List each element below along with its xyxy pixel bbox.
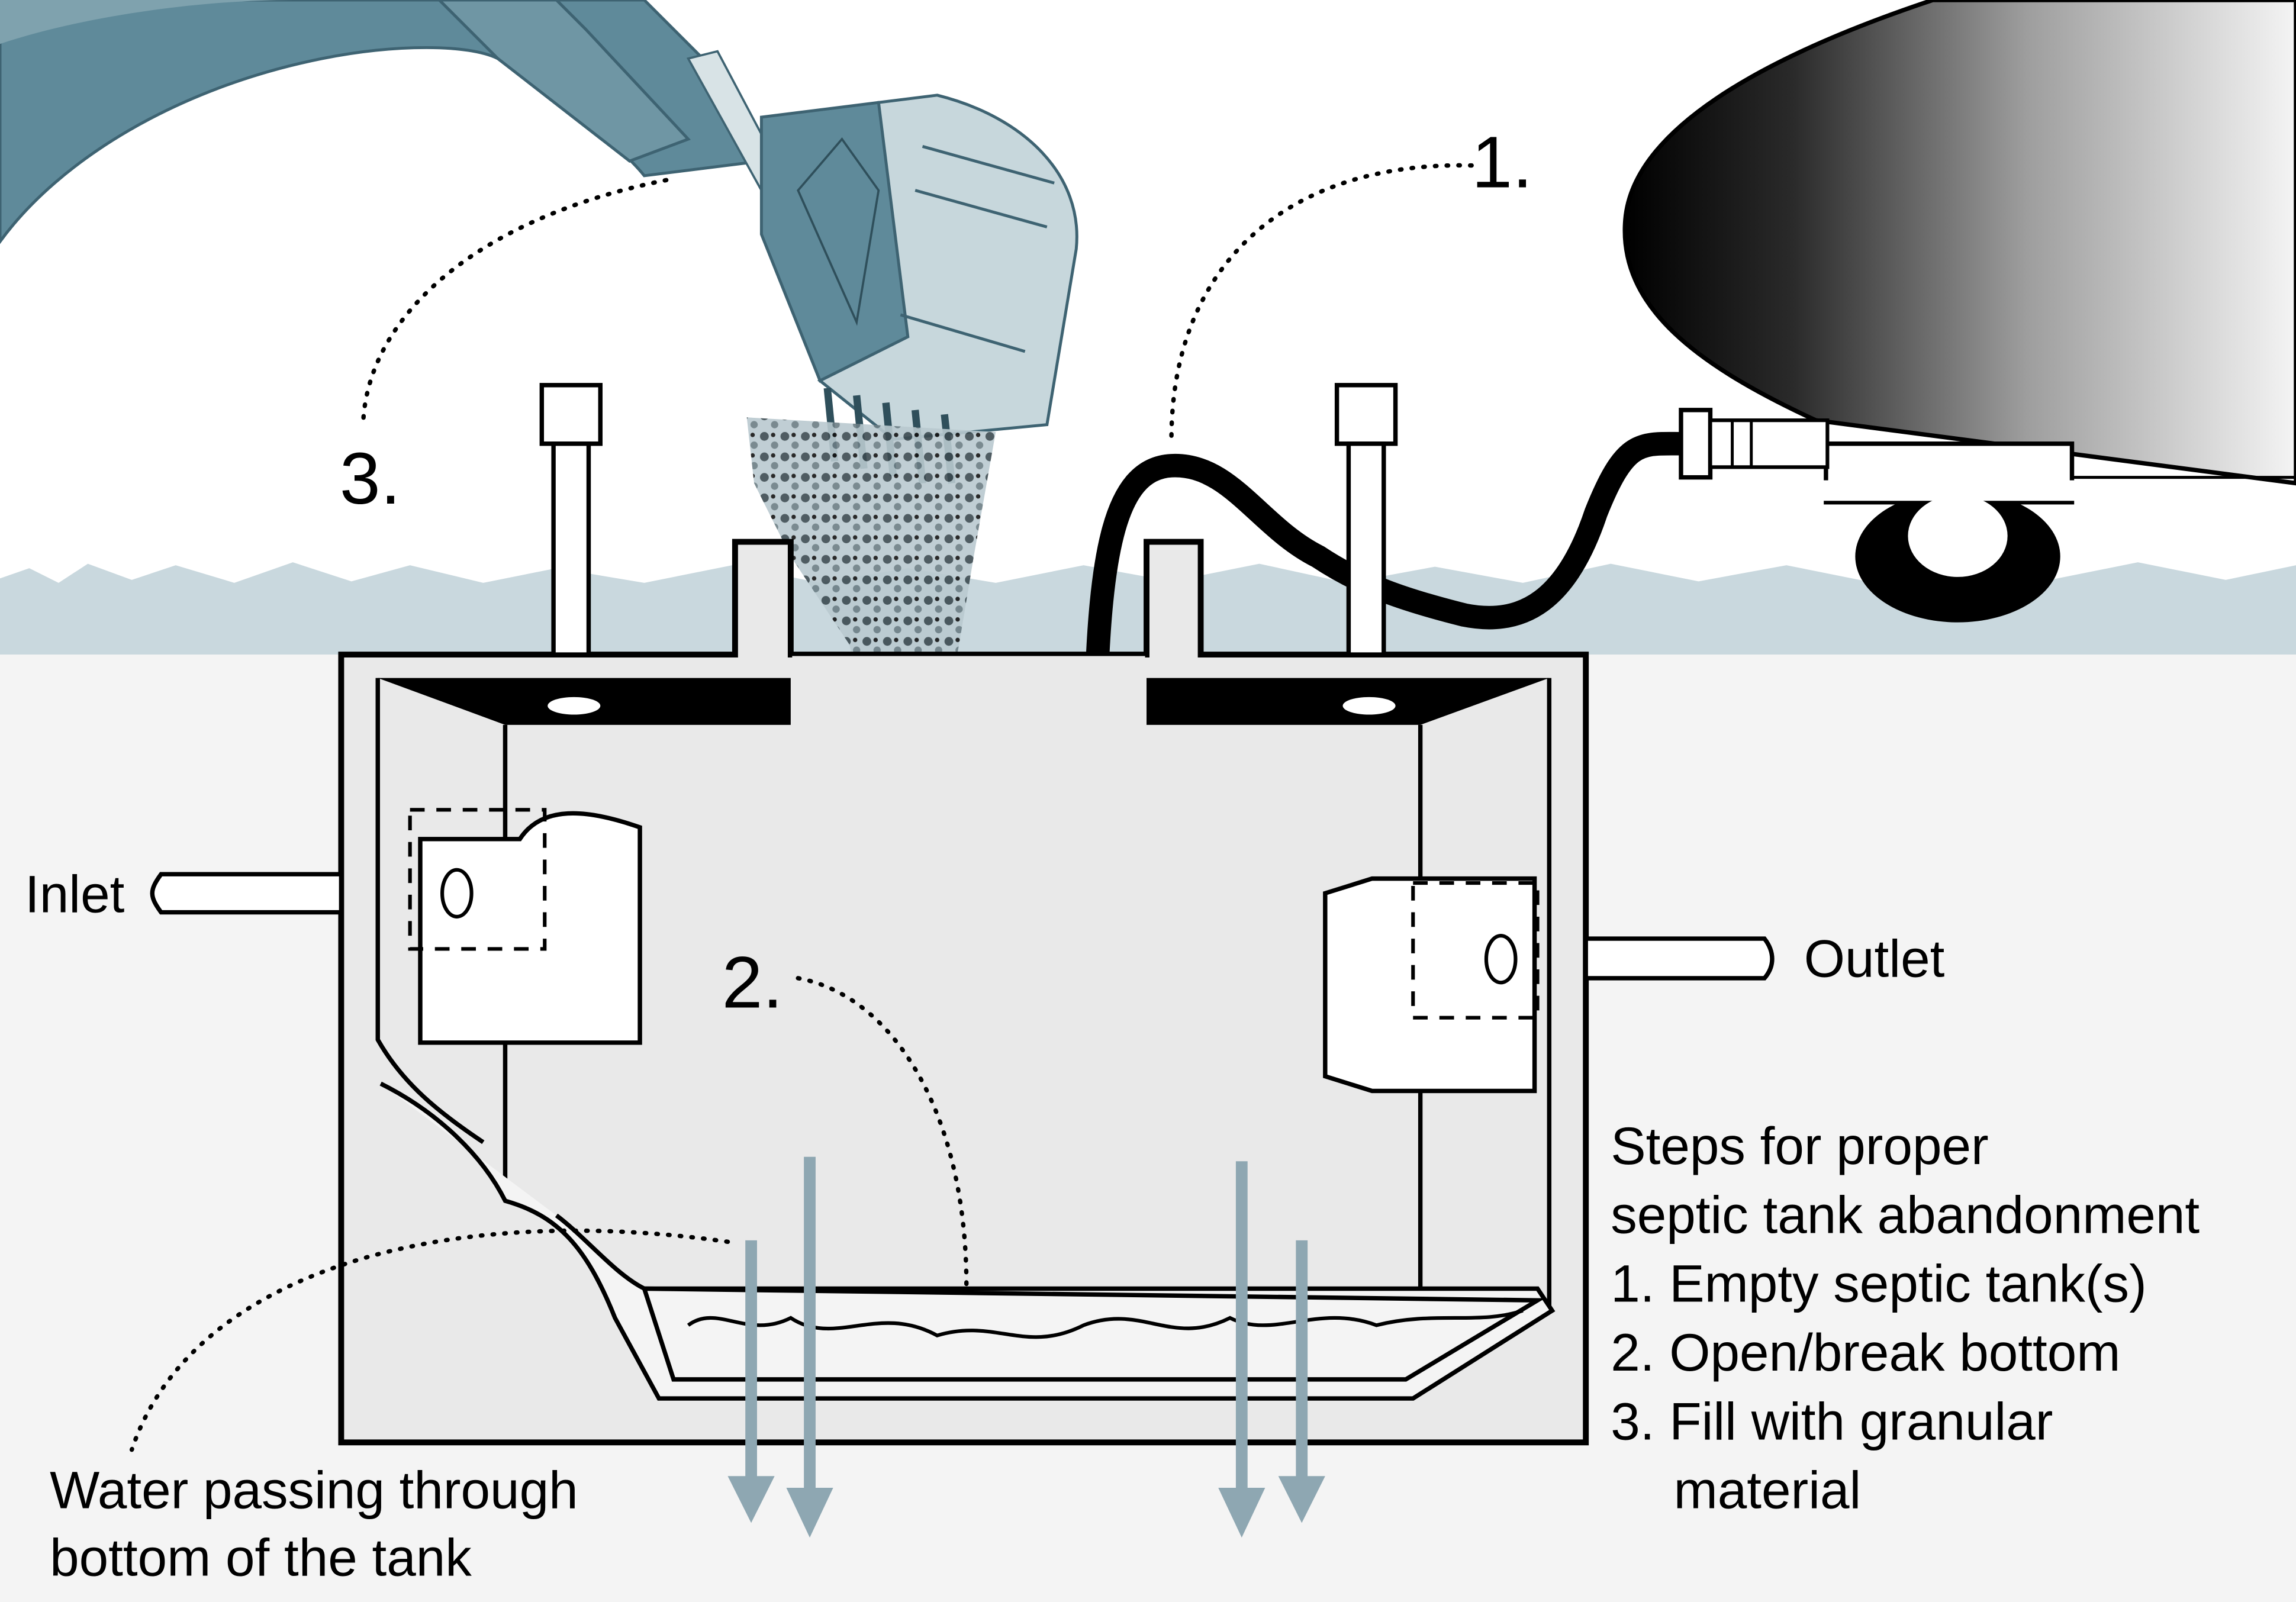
tanker-truck-icon [1622, 0, 2296, 623]
arrow-down-icon [727, 1240, 775, 1523]
step-item: 2. Open/break bottom [1611, 1323, 2120, 1382]
water-caption-line2: bottom of the tank [50, 1527, 472, 1587]
outlet-label: Outlet [1804, 929, 1945, 988]
inlet-label: Inlet [25, 865, 125, 924]
step-item: 1. Empty septic tank(s) [1611, 1254, 2147, 1313]
arrow-down-icon [1278, 1240, 1325, 1523]
steps-title-line2: septic tank abandonment [1611, 1185, 2200, 1244]
leader-lines [129, 163, 1474, 1452]
steps-title-line1: Steps for proper [1611, 1116, 1988, 1175]
arrow-down-icon [1218, 1161, 1265, 1538]
step3-marker: 3. [340, 438, 401, 520]
septic-tank [338, 383, 1589, 1446]
water-flow-arrows [727, 1156, 1325, 1538]
water-caption-line1: Water passing through [50, 1461, 578, 1520]
step2-marker: 2. [722, 942, 783, 1023]
step-item: material [1674, 1461, 1862, 1520]
step1-marker: 1. [1471, 122, 1532, 204]
step-item: 3. Fill with granular [1611, 1391, 2053, 1450]
steps-panel: Steps for proper septic tank abandonment… [1611, 1116, 2200, 1519]
outlet-pipe [1583, 936, 1775, 981]
arrow-down-icon [786, 1156, 833, 1538]
inlet-pipe [150, 872, 344, 915]
